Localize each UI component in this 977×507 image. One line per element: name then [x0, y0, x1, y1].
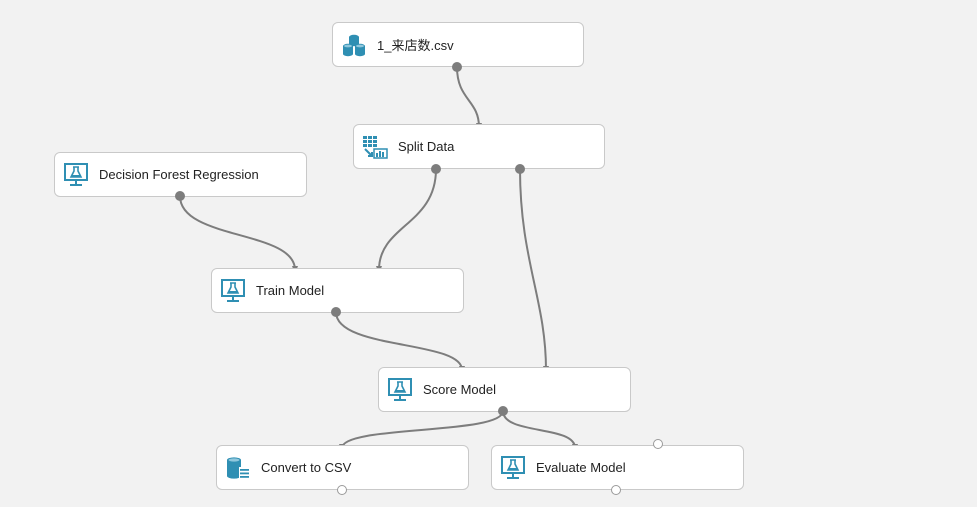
module-label: Score Model	[423, 382, 496, 397]
monitor-flask-icon	[63, 162, 89, 188]
module-label: Split Data	[398, 139, 455, 154]
module-convert-to-csv[interactable]: Convert to CSV	[216, 445, 469, 490]
output-port[interactable]	[175, 191, 185, 201]
connection-score-to-convert[interactable]	[339, 410, 504, 452]
connection-train-to-score[interactable]	[335, 311, 465, 374]
split-data-icon	[362, 134, 388, 160]
module-label: Decision Forest Regression	[99, 167, 259, 182]
module-split-data[interactable]: Split Data	[353, 124, 605, 169]
connection-split-to-score[interactable]	[519, 168, 549, 374]
module-dataset[interactable]: 1_来店数.csv	[332, 22, 584, 67]
module-label: Train Model	[256, 283, 325, 298]
output-port-left[interactable]	[431, 164, 441, 174]
connection-score-to-evaluate[interactable]	[502, 410, 578, 452]
module-label: Evaluate Model	[536, 460, 626, 475]
output-port[interactable]	[611, 485, 621, 495]
monitor-flask-icon	[220, 278, 246, 304]
database-stack-icon	[341, 32, 367, 58]
module-label: Convert to CSV	[261, 460, 352, 475]
output-port-right[interactable]	[515, 164, 525, 174]
monitor-flask-icon	[500, 455, 526, 481]
module-score-model[interactable]: Score Model	[378, 367, 631, 412]
database-convert-icon	[225, 455, 251, 481]
output-port[interactable]	[452, 62, 462, 72]
monitor-flask-icon	[387, 377, 413, 403]
output-port[interactable]	[337, 485, 347, 495]
input-port-right[interactable]	[653, 439, 663, 449]
connection-forest-to-train[interactable]	[179, 195, 298, 274]
output-port[interactable]	[498, 406, 508, 416]
module-evaluate-model[interactable]: Evaluate Model	[491, 445, 744, 490]
connection-dataset-to-split[interactable]	[456, 66, 482, 131]
output-port[interactable]	[331, 307, 341, 317]
module-label: 1_来店数.csv	[377, 38, 454, 53]
connection-split-to-train[interactable]	[376, 168, 437, 274]
